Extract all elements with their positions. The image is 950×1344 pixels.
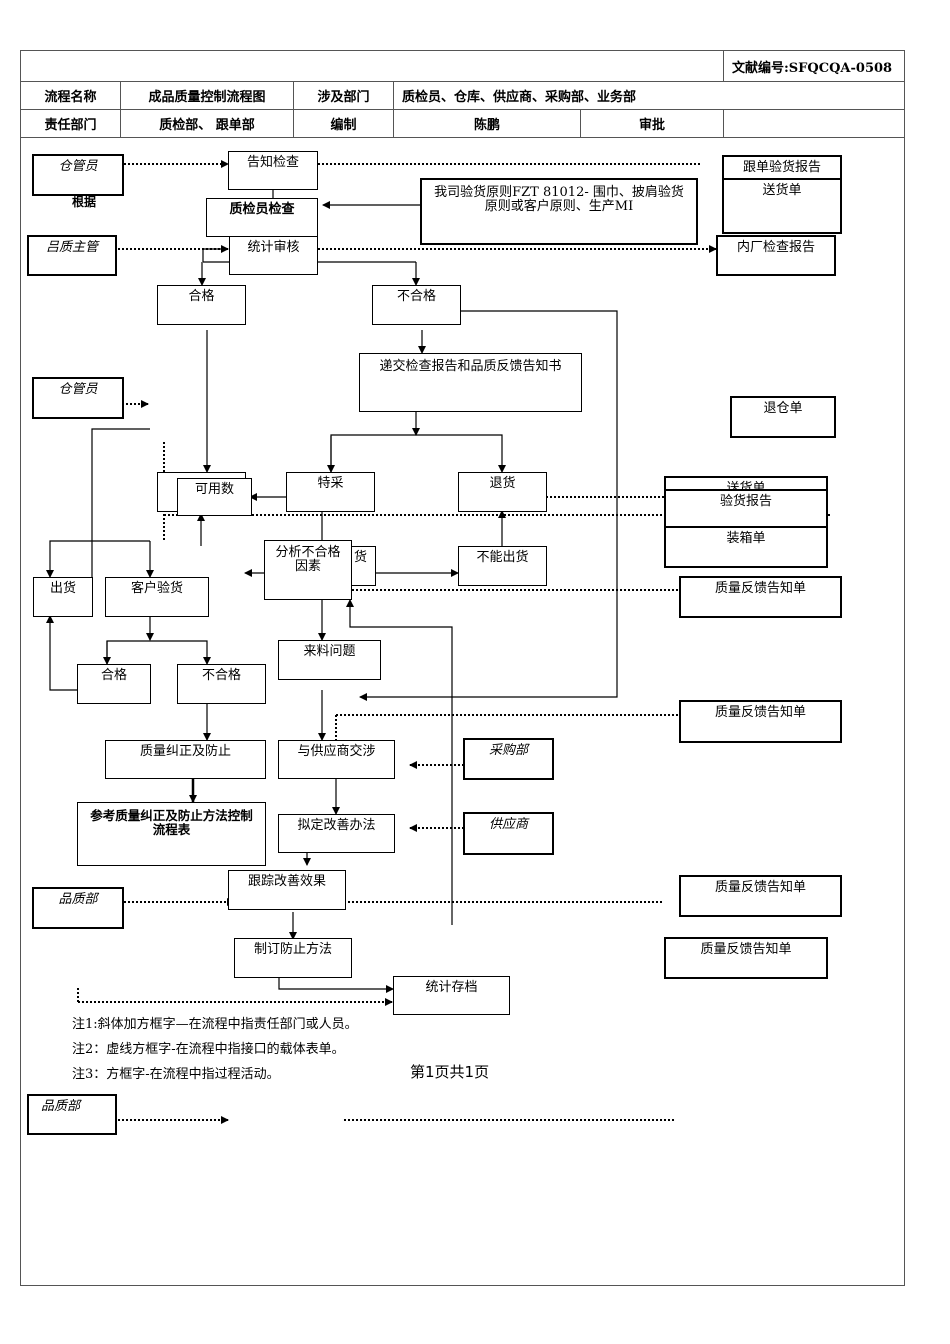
basis-label: 根据 xyxy=(72,195,97,209)
analyze-box: 分析不合格因素 xyxy=(264,540,352,600)
stat-review-box: 统计审核 xyxy=(229,236,318,275)
note-2: 注2：虚线方框字-在流程中指接口的载体表单。 xyxy=(72,1042,345,1057)
role-qa-dept: 品质部 xyxy=(32,887,124,929)
feedback-form-4: 质量反馈告知单 xyxy=(664,937,828,979)
role-qa-dept-2: 品质部 xyxy=(27,1094,117,1135)
negotiate-box: 与供应商交涉 xyxy=(278,740,395,779)
approve-label: 审批 xyxy=(580,109,724,138)
packing-list-form: 装箱单 xyxy=(664,526,828,568)
customer-check-box: 客户验货 xyxy=(105,577,209,617)
note-1: 注1:斜体加方框字—在流程中指责任部门或人员。 xyxy=(72,1017,358,1032)
feedback-form-3: 质量反馈告知单 xyxy=(679,875,842,917)
role-purchasing: 采购部 xyxy=(463,738,554,780)
return-warehouse-form: 退仓单 xyxy=(730,396,836,438)
fail-box: 不合格 xyxy=(372,285,461,325)
special-pick-box: 特采 xyxy=(286,472,375,512)
approve xyxy=(723,109,905,138)
author: 陈鹏 xyxy=(393,109,581,138)
track-effect-box: 跟踪改善效果 xyxy=(228,870,346,910)
inspector-check-box: 质检员检查 xyxy=(206,198,318,237)
factory-report-form: 内厂检查报告 xyxy=(716,235,836,276)
improve-plan-box: 拟定改善办法 xyxy=(278,814,395,853)
feedback-form-1: 质量反馈告知单 xyxy=(679,576,842,618)
role-qa-supervisor: 吕质主管 xyxy=(27,235,117,276)
usable-qty-box: 可用数 xyxy=(177,478,252,516)
material-issue-box: 来料问题 xyxy=(278,640,381,680)
process-name-label: 流程名称 xyxy=(20,81,121,110)
role-warehouse-keeper: 仓管员 xyxy=(32,154,124,196)
pass-box-2: 合格 xyxy=(77,664,151,704)
cannot-ship-box: 不能出货 xyxy=(458,546,547,586)
correct-prevent-box: 质量纠正及防止 xyxy=(105,740,266,779)
fail-box-2: 不合格 xyxy=(177,664,266,704)
submit-report-box: 递交检查报告和品质反馈告知书 xyxy=(359,353,582,412)
dept-label: 涉及部门 xyxy=(293,81,394,110)
role-supplier: 供应商 xyxy=(463,812,554,855)
pass-box: 合格 xyxy=(157,285,246,325)
return-goods-box: 退货 xyxy=(458,472,547,512)
ref-method-box: 参考质量纠正及防止方法控制流程表 xyxy=(77,802,266,866)
page-number: 第1页共1页 xyxy=(410,1063,490,1081)
role-warehouse-keeper-2: 仓管员 xyxy=(32,377,124,419)
prevent-method-box: 制订防止方法 xyxy=(234,938,352,978)
header-table: 文献编号:SFQCQA-0508 流程名称 成品质量控制流程图 涉及部门 质检员… xyxy=(20,50,905,138)
notify-check-box: 告知检查 xyxy=(228,151,318,190)
feedback-form-2: 质量反馈告知单 xyxy=(679,700,842,743)
doc-number: 文献编号:SFQCQA-0508 xyxy=(723,50,905,82)
archive-box: 统计存档 xyxy=(393,976,510,1015)
principle-box: 我司验货原则FZT 81012- 围巾、披肩验货原则或客户原则、生产MI xyxy=(420,178,698,245)
author-label: 编制 xyxy=(293,109,394,138)
inspection-report-form: 验货报告 xyxy=(664,489,828,529)
note-3: 注3：方框字-在流程中指过程活动。 xyxy=(72,1067,280,1082)
resp: 质检部、 跟单部 xyxy=(120,109,294,138)
ship-box: 出货 xyxy=(33,577,93,617)
delivery-note-form: 送货单 xyxy=(722,178,842,234)
resp-label: 责任部门 xyxy=(20,109,121,138)
